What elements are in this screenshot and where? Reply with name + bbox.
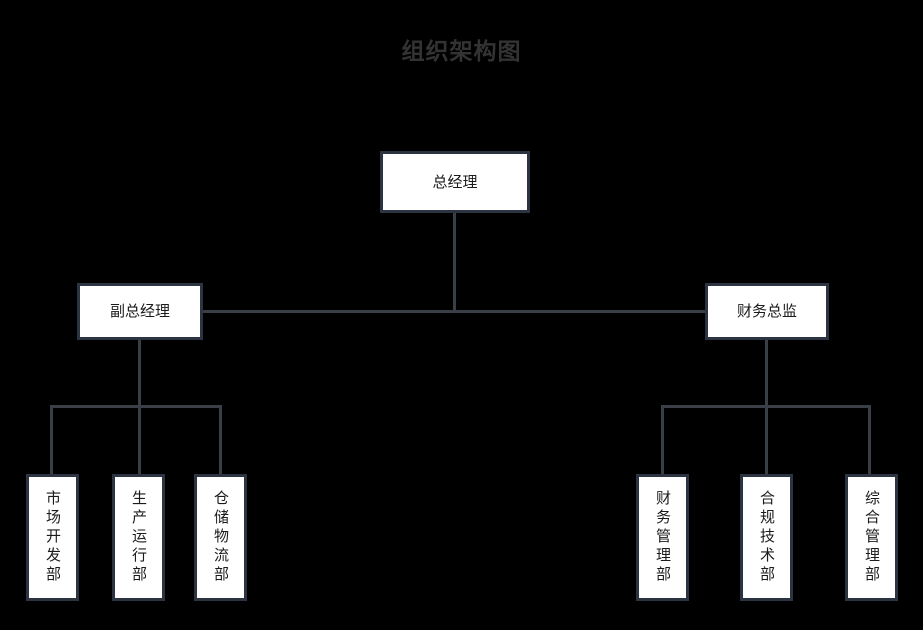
node-compliance-technology-dept[interactable]: 合规技术部 xyxy=(740,474,793,601)
connector-level2-bus xyxy=(140,310,768,313)
node-label: 合规技术部 xyxy=(758,490,776,585)
node-market-development-dept[interactable]: 市场开发部 xyxy=(26,474,79,601)
node-label: 财务管理部 xyxy=(654,490,672,585)
connector-left-bus xyxy=(50,405,222,408)
node-label: 综合管理部 xyxy=(863,490,881,585)
node-financial-management-dept[interactable]: 财务管理部 xyxy=(636,474,689,601)
node-label: 总经理 xyxy=(432,172,478,191)
connector-right-child-3-down xyxy=(868,405,871,474)
node-deputy-general-manager[interactable]: 副总经理 xyxy=(77,283,203,340)
node-production-operations-dept[interactable]: 生产运行部 xyxy=(112,474,165,601)
connector-root-down xyxy=(453,213,456,312)
node-finance-director[interactable]: 财务总监 xyxy=(705,283,829,340)
node-general-management-dept[interactable]: 综合管理部 xyxy=(845,474,898,601)
node-warehouse-logistics-dept[interactable]: 仓储物流部 xyxy=(194,474,247,601)
node-label: 财务总监 xyxy=(736,302,797,320)
node-label: 生产运行部 xyxy=(130,490,148,585)
node-label: 副总经理 xyxy=(109,302,170,320)
connector-right-child-1-down xyxy=(661,405,664,474)
connector-right-child-2-down xyxy=(765,405,768,474)
connector-left-parent-down xyxy=(138,340,141,407)
connector-left-child-3-down xyxy=(219,405,222,474)
node-general-manager[interactable]: 总经理 xyxy=(380,151,530,213)
node-label: 市场开发部 xyxy=(44,490,62,585)
connector-right-parent-down xyxy=(765,340,768,407)
page-title: 组织架构图 xyxy=(401,39,522,65)
connector-left-child-1-down xyxy=(50,405,53,474)
connector-left-child-2-down xyxy=(138,405,141,474)
node-label: 仓储物流部 xyxy=(212,490,230,585)
